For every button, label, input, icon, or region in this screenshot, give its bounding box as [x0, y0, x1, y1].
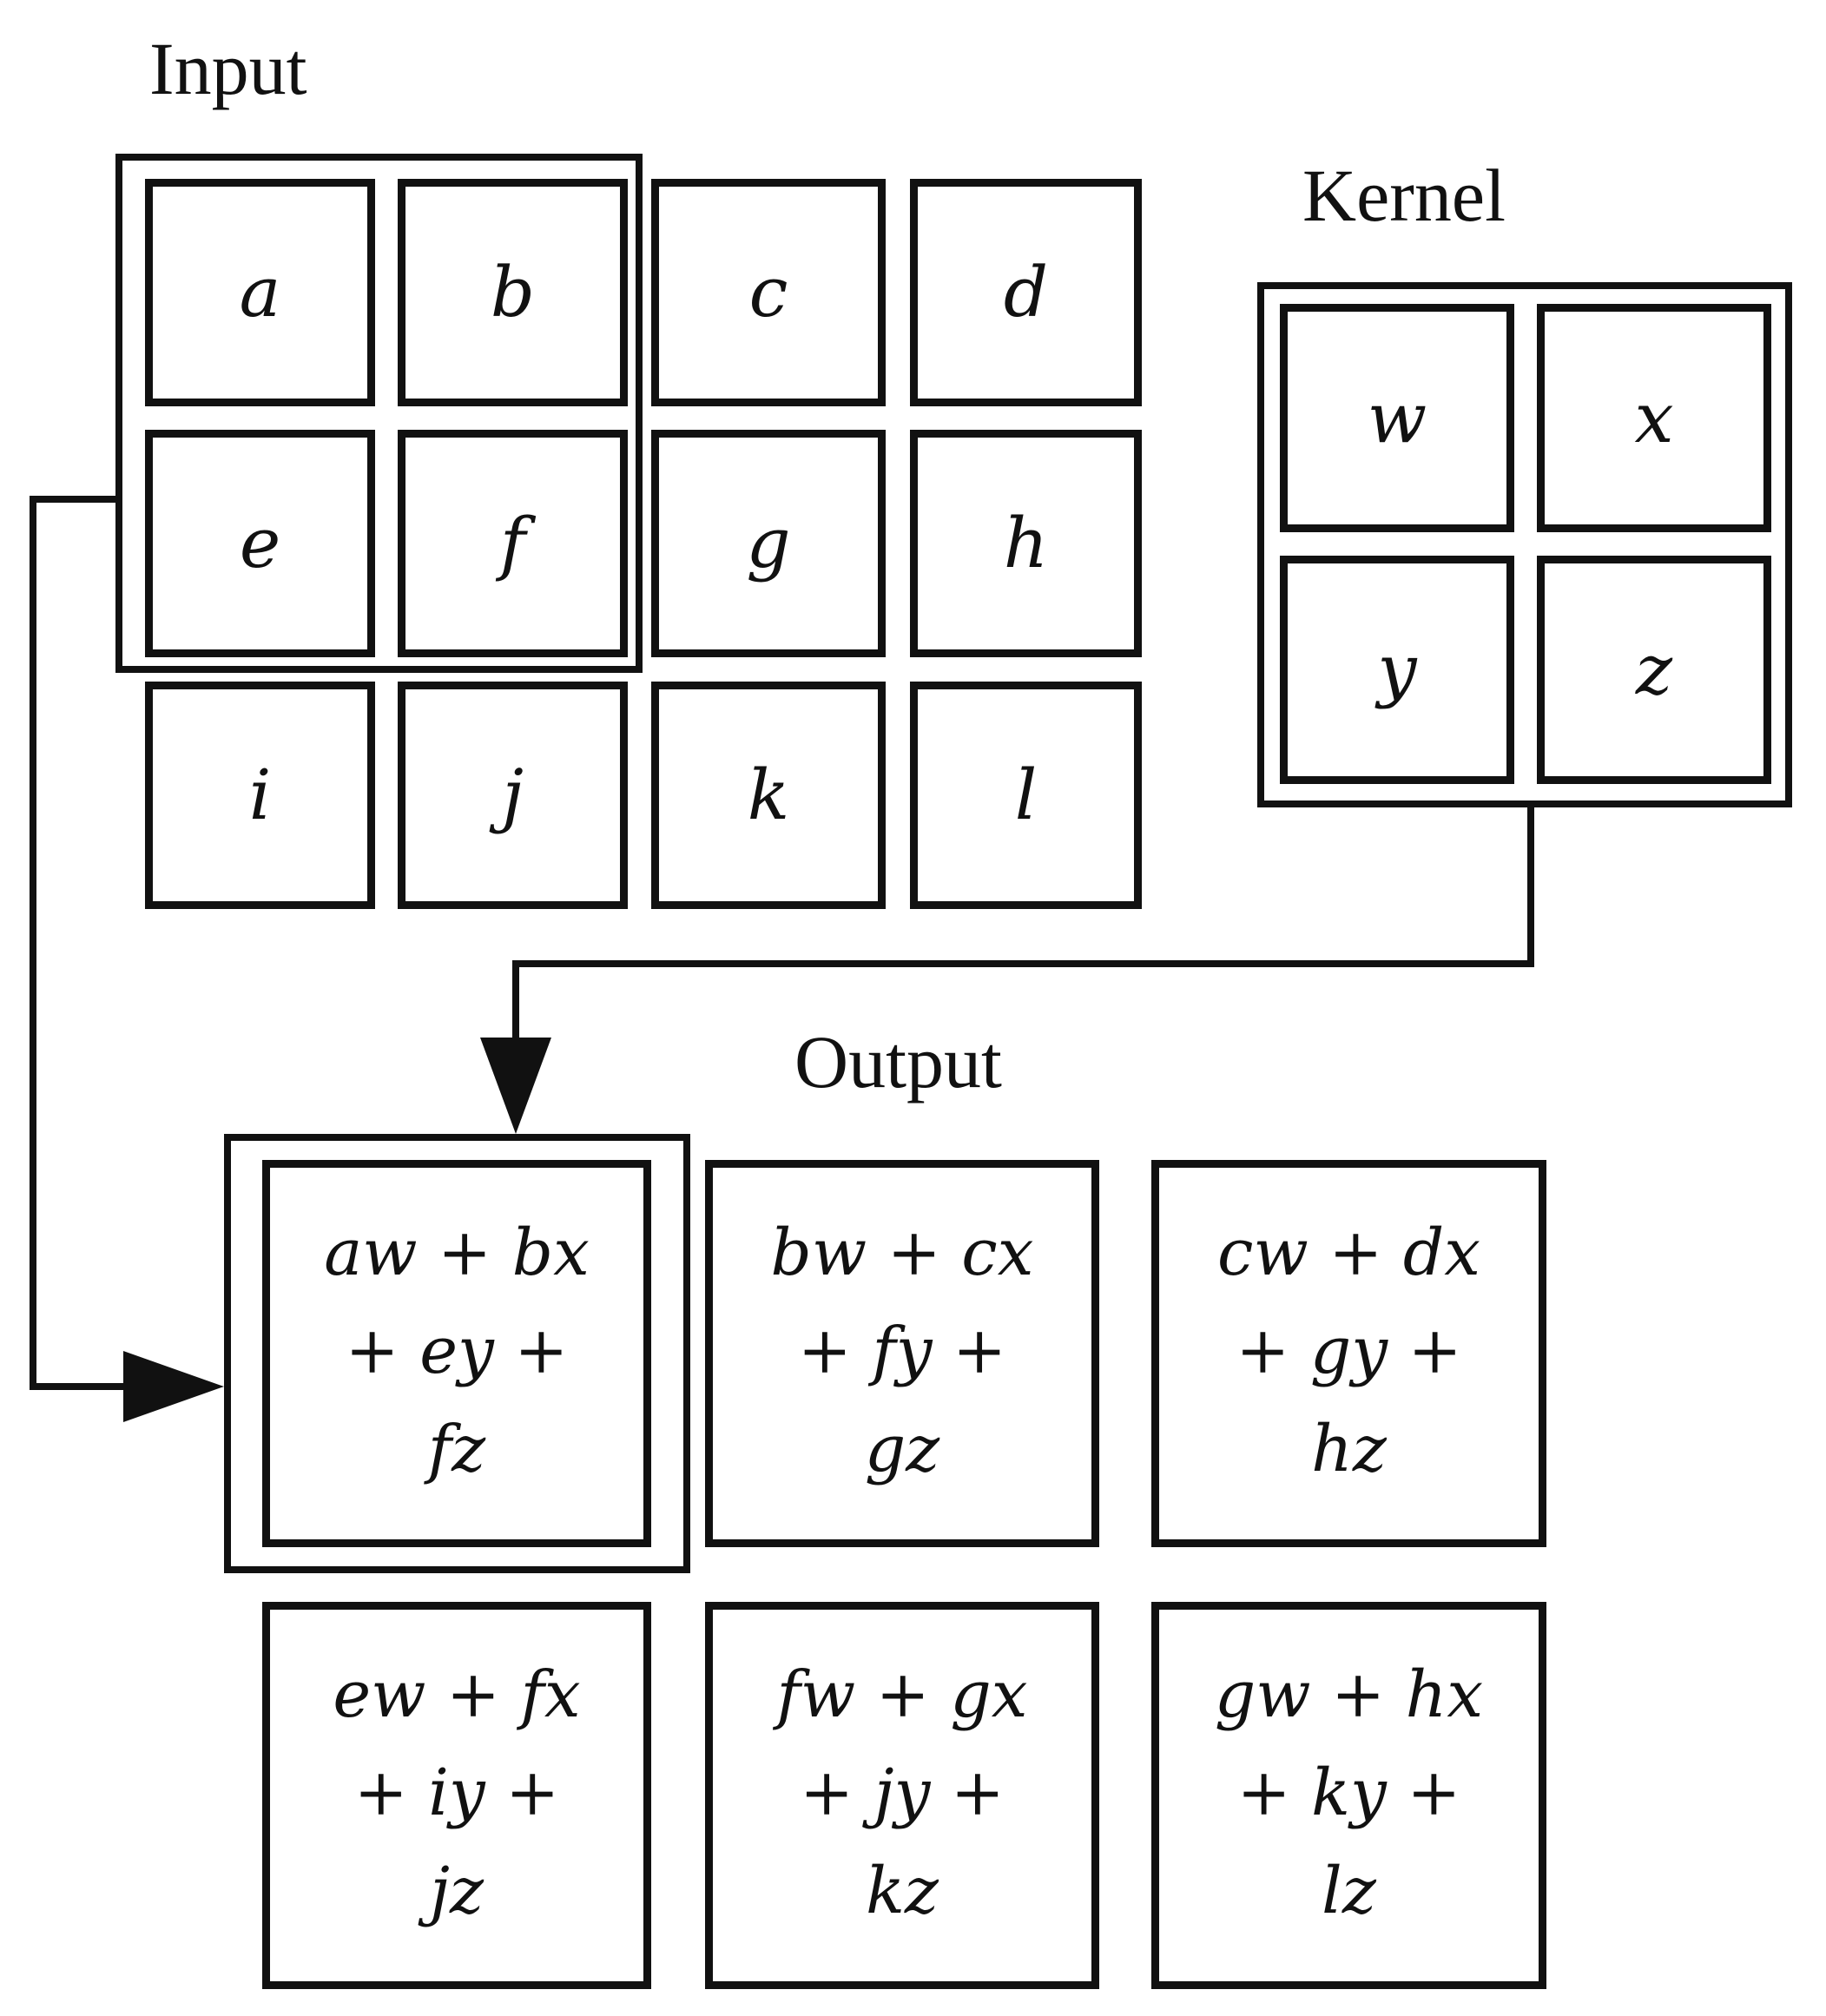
output-cell-2-1: ew + fx + iy + jz: [262, 1602, 651, 1989]
input-to-output-arrowhead: [123, 1351, 224, 1422]
kernel-cell-label: w: [1367, 377, 1427, 458]
kernel-cell-y: y: [1280, 556, 1514, 784]
kernel-title: Kernel: [1302, 154, 1506, 237]
input-cell-label: l: [1014, 754, 1038, 835]
input-cell-label: d: [1003, 252, 1049, 333]
output-expr-line: ew + fx: [333, 1657, 581, 1732]
output-expr-line: hz: [1311, 1412, 1387, 1486]
input-cell-e: e: [145, 430, 375, 657]
kernel-to-output-arrowhead: [480, 1038, 551, 1134]
kernel-cell-label: z: [1635, 629, 1673, 710]
output-cell-2-2: fw + gx + jy + kz: [705, 1602, 1099, 1989]
output-expr-line: kz: [866, 1854, 939, 1928]
input-cell-label: h: [1003, 503, 1049, 583]
output-expr-line: + ey +: [345, 1314, 569, 1388]
output-expr-line: + fy +: [797, 1314, 1007, 1388]
input-receptive-field-frame: [115, 154, 643, 673]
input-cell-f: f: [398, 430, 628, 657]
input-cell-b: b: [398, 179, 628, 406]
kernel-cell-w: w: [1280, 304, 1514, 532]
input-cell-label: g: [746, 503, 791, 583]
output-expr-line: aw + bx: [324, 1216, 590, 1290]
input-cell-j: j: [398, 682, 628, 909]
input-cell-label: b: [490, 252, 536, 333]
output-expr-line: fz: [427, 1412, 486, 1486]
output-expr-line: jz: [430, 1854, 484, 1928]
output-expr-line: lz: [1322, 1854, 1376, 1928]
input-cell-label: f: [499, 503, 526, 583]
output-cell-1-3: cw + dx + gy + hz: [1151, 1160, 1546, 1547]
output-cell-1-2: bw + cx + fy + gz: [705, 1160, 1099, 1547]
input-cell-i: i: [145, 682, 375, 909]
input-to-output-connector: [30, 496, 139, 1390]
input-cell-label: e: [239, 503, 281, 583]
input-cell-label: c: [748, 252, 788, 333]
output-expr-line: + iy +: [353, 1756, 560, 1830]
output-expr-line: gw + hx: [1214, 1657, 1484, 1732]
output-title: Output: [794, 1020, 1002, 1104]
input-cell-h: h: [910, 430, 1142, 657]
output-expr-line: + gy +: [1236, 1314, 1462, 1388]
kernel-cell-x: x: [1537, 304, 1771, 532]
input-cell-c: c: [651, 179, 886, 406]
input-cell-g: g: [651, 430, 886, 657]
input-cell-l: l: [910, 682, 1142, 909]
kernel-cell-z: z: [1537, 556, 1771, 784]
output-expr-line: bw + cx: [770, 1216, 1034, 1290]
input-title: Input: [149, 27, 307, 110]
output-highlight-frame: [224, 1134, 690, 1573]
input-cell-d: d: [910, 179, 1142, 406]
output-expr-line: + jy +: [800, 1756, 1005, 1830]
input-cell-a: a: [145, 179, 375, 406]
output-cell-2-3: gw + hx + ky + lz: [1151, 1602, 1546, 1989]
output-expr-line: gz: [864, 1412, 940, 1486]
input-cell-label: k: [747, 754, 790, 835]
input-cell-label: a: [239, 252, 281, 333]
input-cell-label: j: [502, 754, 524, 835]
input-cell-label: i: [248, 754, 272, 835]
output-expr-line: cw + dx: [1217, 1216, 1480, 1290]
kernel-to-output-connector: [512, 807, 1534, 1047]
output-cell-1-1: aw + bx + ey + fz: [262, 1160, 651, 1547]
kernel-frame: [1257, 282, 1792, 807]
kernel-cell-label: x: [1634, 377, 1674, 458]
input-cell-k: k: [651, 682, 886, 909]
kernel-cell-label: y: [1377, 629, 1417, 710]
output-expr-line: fw + gx: [776, 1657, 1028, 1732]
output-expr-line: + ky +: [1236, 1756, 1461, 1830]
